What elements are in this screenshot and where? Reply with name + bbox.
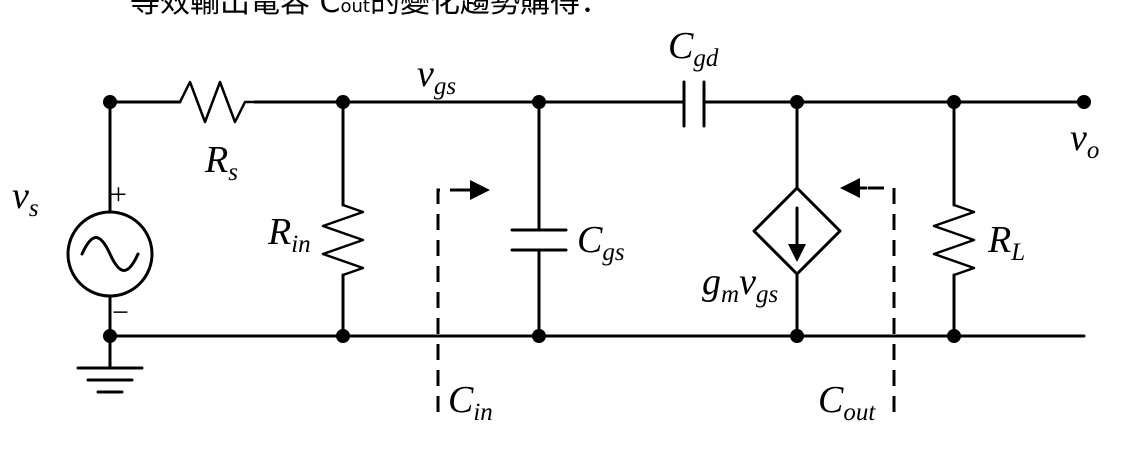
rs-resistor bbox=[178, 80, 255, 124]
label-cgd: Cgd bbox=[668, 25, 719, 72]
label-rin: Rin bbox=[267, 211, 311, 258]
nodes bbox=[103, 95, 1091, 343]
rl-resistor bbox=[932, 203, 976, 277]
label-cin: Cin bbox=[448, 379, 493, 426]
header-fragment: 等效輸出電容 Cout的變化趨勢購得： bbox=[130, 0, 610, 20]
sine-wave-icon bbox=[80, 236, 140, 272]
label-gm-vgs: gmvgs bbox=[702, 261, 778, 308]
label-plus: + bbox=[110, 178, 127, 211]
label-vgs-top: vgs bbox=[417, 53, 456, 100]
cin-probe bbox=[436, 180, 490, 412]
label-rl: RL bbox=[987, 219, 1025, 266]
rin-resistor bbox=[321, 203, 365, 277]
label-cout: Cout bbox=[818, 379, 876, 426]
label-vo: vo bbox=[1070, 117, 1099, 164]
cout-probe bbox=[840, 178, 896, 412]
wires bbox=[76, 80, 1086, 394]
voltage-source bbox=[66, 210, 154, 298]
cin-arrow-head bbox=[470, 180, 490, 200]
cout-arrow-head bbox=[840, 178, 860, 198]
label-minus: − bbox=[112, 296, 129, 329]
current-arrow-head bbox=[788, 244, 806, 262]
label-rs: Rs bbox=[204, 139, 238, 186]
label-cgs: Cgs bbox=[577, 219, 625, 266]
label-vs: vs bbox=[12, 175, 39, 222]
